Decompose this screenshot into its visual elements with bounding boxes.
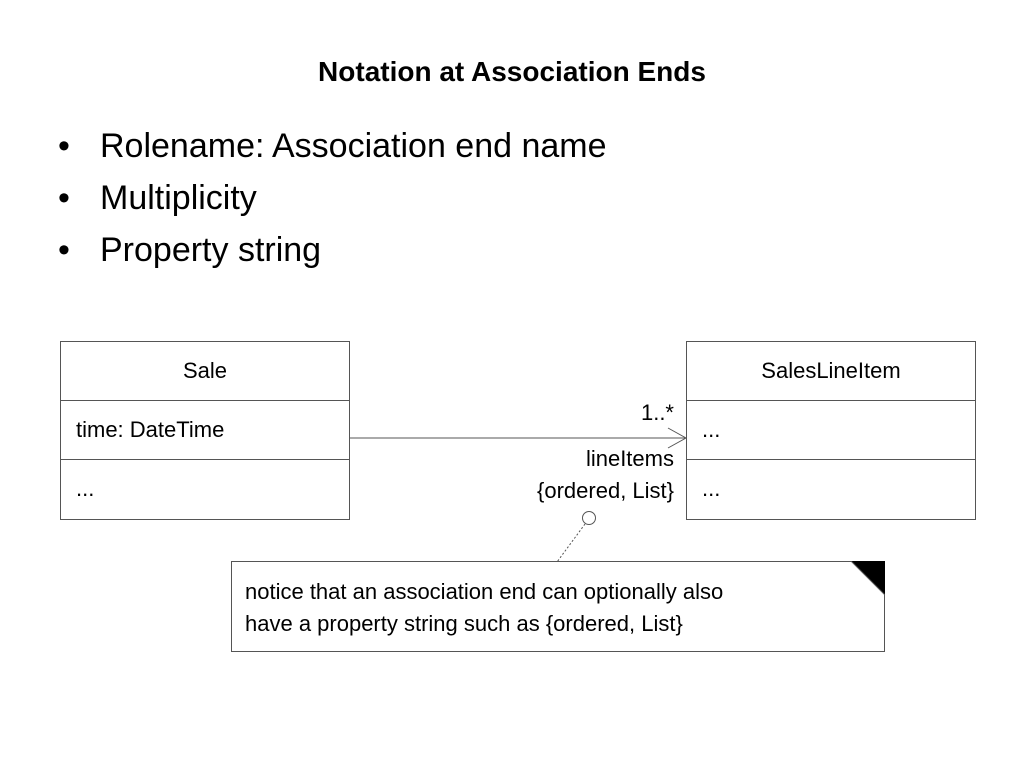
slide-title: Notation at Association Ends — [318, 56, 706, 87]
sale-class-operations: ... — [76, 476, 95, 501]
rolename-label: lineItems — [585, 446, 674, 471]
sale-class-box[interactable]: Sale time: DateTime ... — [60, 341, 350, 520]
sales-line-item-class-operations: ... — [702, 476, 721, 501]
bullet-item: • Rolename: Association end name — [58, 120, 607, 172]
bullet-item: • Property string — [58, 224, 607, 276]
note-fold-corner-icon — [851, 561, 885, 595]
note-line: have a property string such as {ordered,… — [245, 611, 683, 636]
bullet-icon: • — [58, 179, 70, 217]
note-connector-line — [556, 523, 586, 563]
bullet-text: Property string — [100, 231, 322, 269]
note-anchor-circle — [582, 511, 596, 525]
bullet-item: • Multiplicity — [58, 172, 607, 224]
note-line: notice that an association end can optio… — [245, 579, 724, 604]
sales-line-item-class-attributes: ... — [687, 401, 975, 460]
bullet-list: • Rolename: Association end name • Multipl… — [58, 120, 607, 276]
property-string-label: {ordered, List} — [537, 478, 674, 503]
sales-line-item-class-box[interactable]: SalesLineItem ... ... — [686, 341, 976, 520]
multiplicity-label: 1..* — [640, 400, 674, 425]
sale-class-attributes: time: DateTime — [61, 401, 349, 460]
note-text: notice that an association end can optio… — [245, 576, 723, 640]
bullet-text: Multiplicity — [100, 179, 257, 217]
bullet-text: Rolename: Association end name — [100, 127, 607, 165]
sale-class-name: Sale — [61, 342, 349, 401]
bullet-icon: • — [58, 231, 70, 269]
uml-note[interactable]: notice that an association end can optio… — [231, 561, 885, 652]
bullet-icon: • — [58, 127, 70, 165]
sales-line-item-class-name: SalesLineItem — [687, 342, 975, 401]
